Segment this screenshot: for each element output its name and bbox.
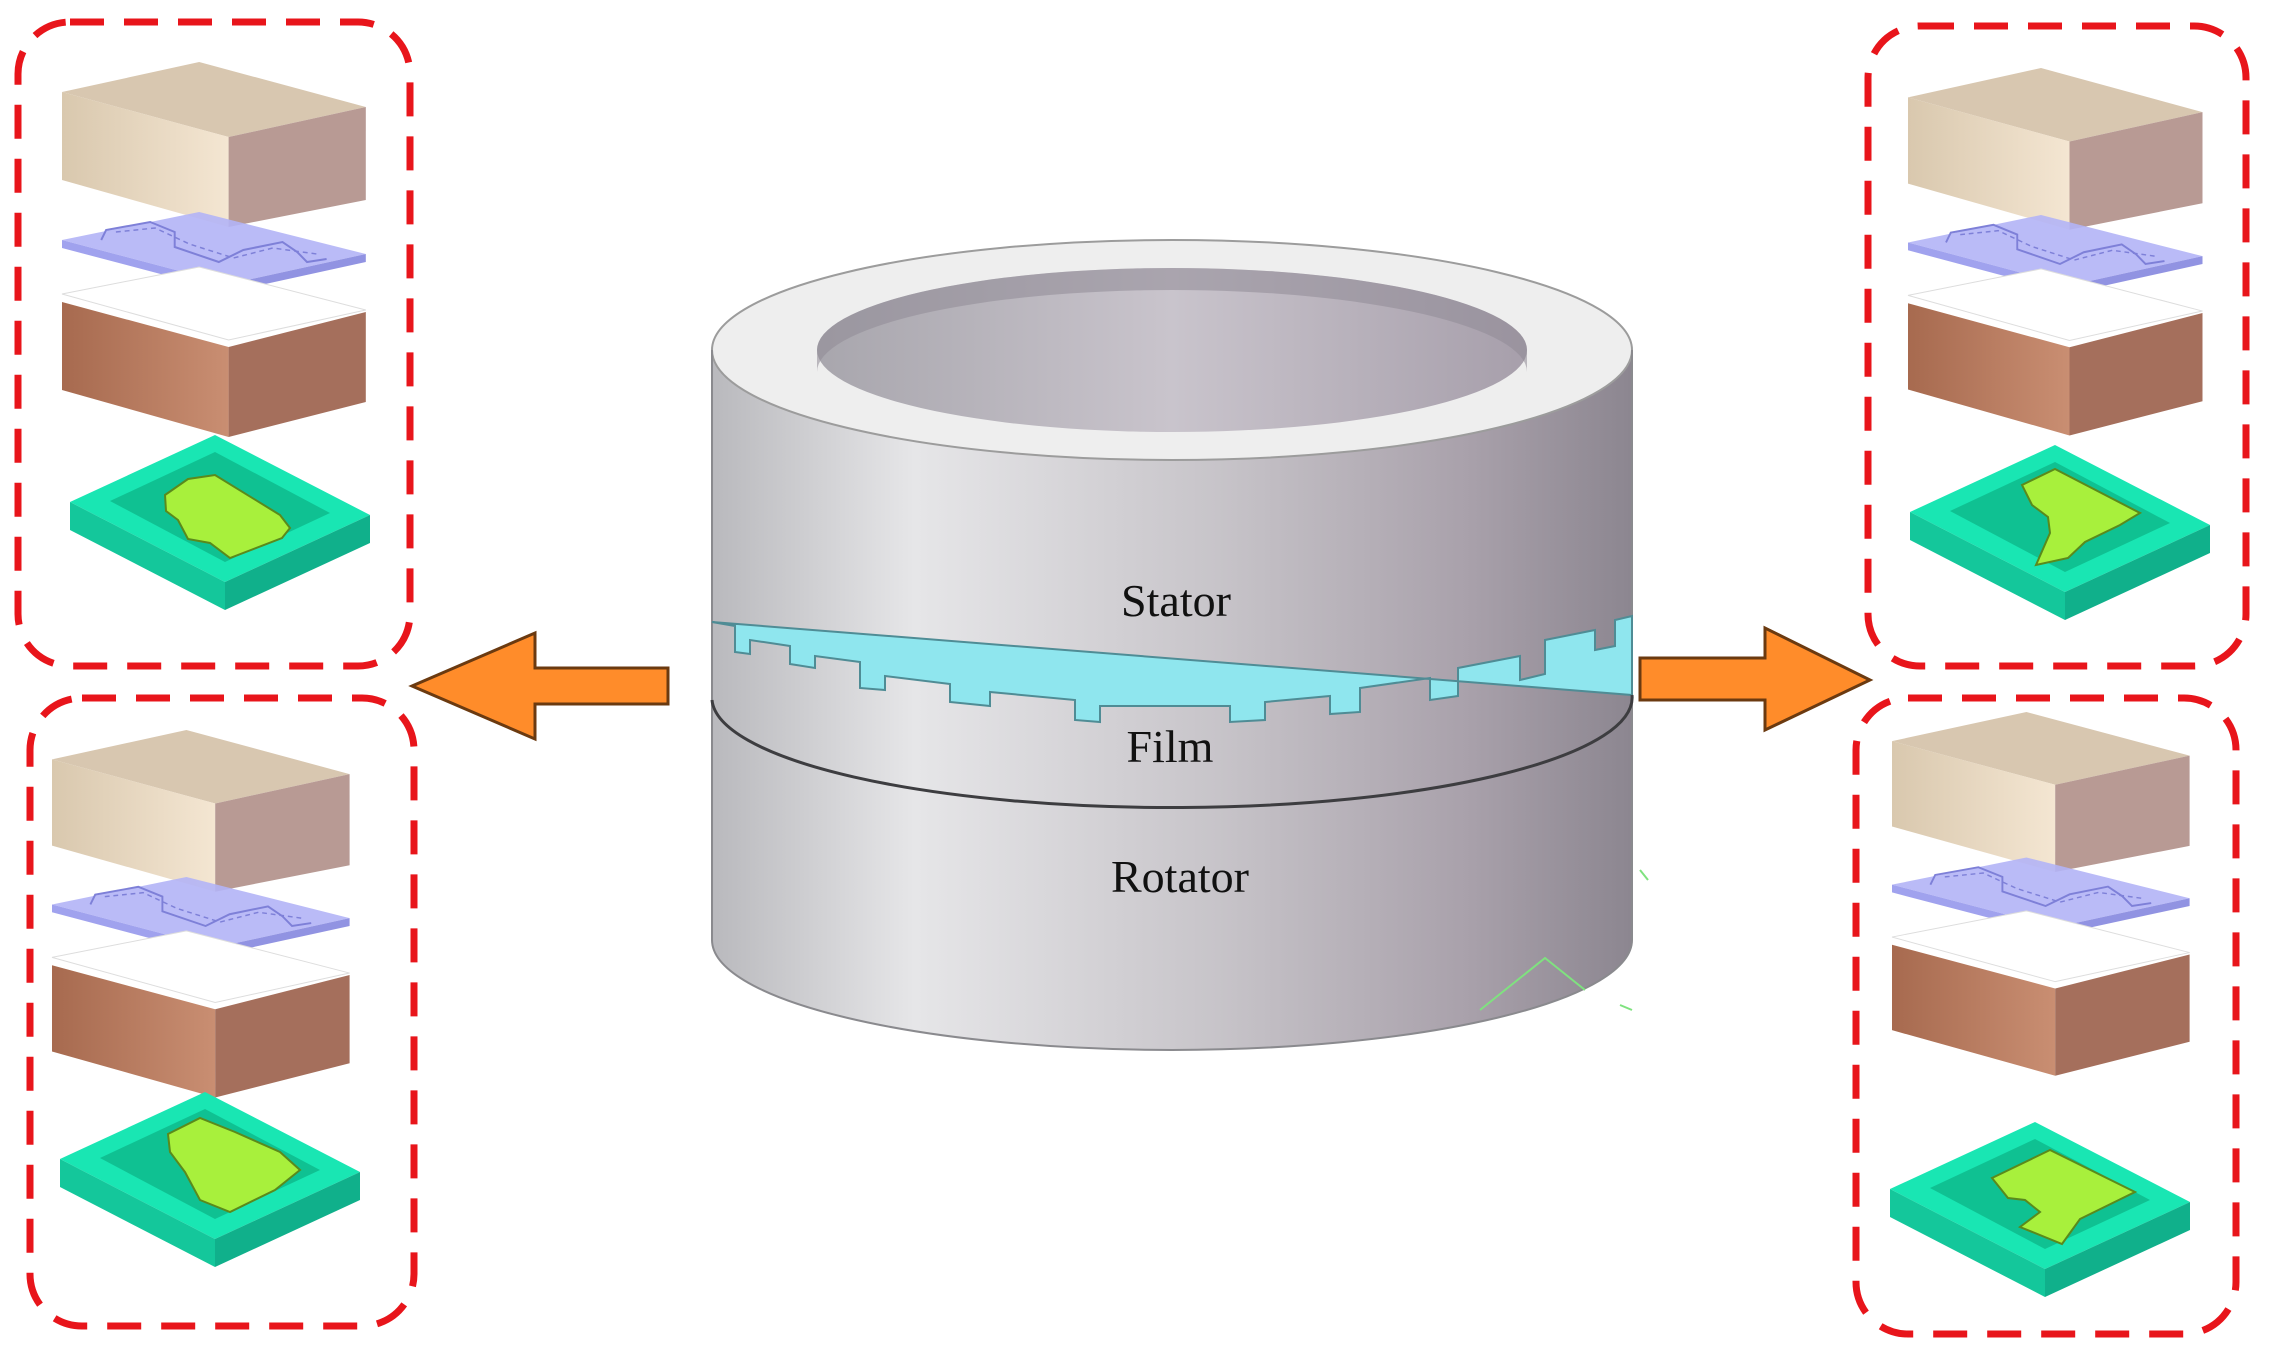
texture-cell-bottom-right (1890, 1122, 2190, 1297)
right-arrow (1638, 625, 1874, 733)
panel-bottom-left (26, 694, 418, 1330)
panel-top-left (14, 18, 414, 670)
texture-cell-top-left (70, 435, 370, 610)
film-label: Film (1127, 721, 1214, 772)
stator-label: Stator (1121, 575, 1231, 626)
layer-stack-top-right (1907, 67, 2204, 437)
left-arrow (408, 630, 670, 742)
layer-stack-top-left (61, 61, 367, 438)
layer-stack-bottom-right (1891, 711, 2191, 1077)
texture-cell-bottom-left (60, 1092, 360, 1267)
panel-bottom-right (1852, 694, 2240, 1338)
layer-stack-bottom-left (51, 729, 351, 1099)
texture-cell-top-right (1910, 445, 2210, 620)
rotator-label: Rotator (1111, 851, 1249, 902)
panel-top-right (1864, 22, 2250, 670)
lubricant-film (710, 614, 1634, 810)
